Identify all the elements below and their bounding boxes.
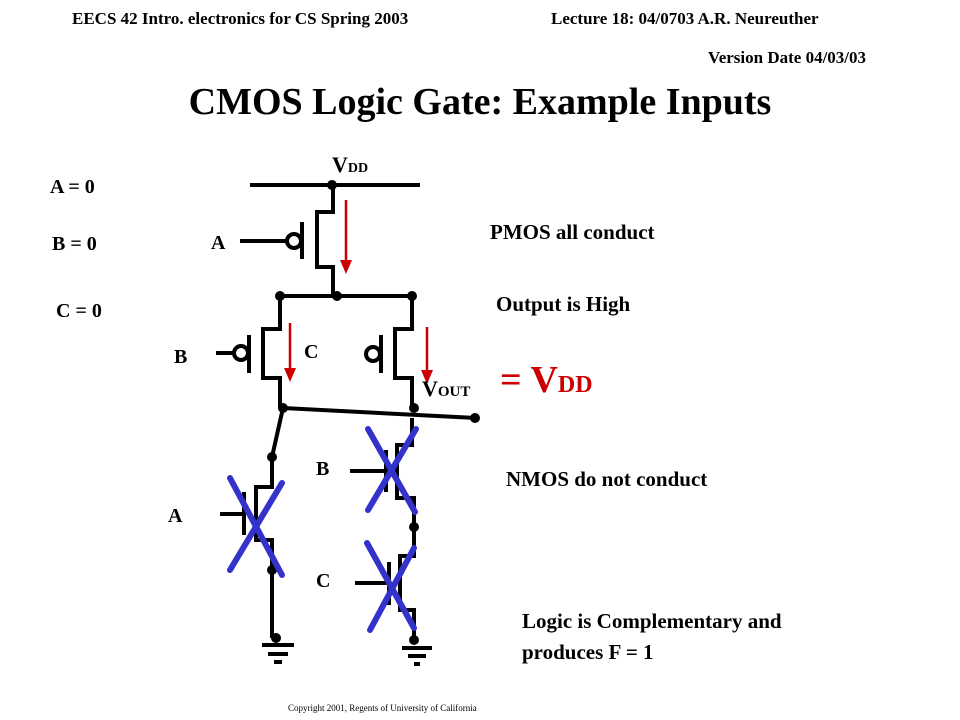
pmos-b-channel xyxy=(261,296,282,408)
copyright: Copyright 2001, Regents of University of… xyxy=(288,703,477,713)
pmos-c-channel xyxy=(393,296,414,408)
pmos-note: PMOS all conduct xyxy=(490,220,655,244)
cross-nmos-b xyxy=(365,426,419,515)
nmos-c-label: C xyxy=(316,570,331,592)
pmos-a-bubble xyxy=(285,232,303,250)
vout-label: VOUT xyxy=(422,376,471,401)
pmos-b-label: B xyxy=(174,346,188,368)
pmos-a-label: A xyxy=(211,232,226,254)
cross-nmos-a xyxy=(227,475,285,578)
nmos-note: NMOS do not conduct xyxy=(506,467,708,491)
course-header: EECS 42 Intro. electronics for CS Spring… xyxy=(72,9,409,28)
ground-left xyxy=(262,643,294,664)
page-title: CMOS Logic Gate: Example Inputs xyxy=(188,81,772,123)
input-c-value: C = 0 xyxy=(56,300,102,322)
cross-nmos-c xyxy=(364,540,417,633)
nmos-b-label: B xyxy=(316,458,330,480)
nmos-a-label: A xyxy=(168,505,183,527)
output-equals-vdd: = VDD xyxy=(500,359,593,401)
ground-right xyxy=(402,646,432,666)
output-high-note: Output is High xyxy=(496,292,631,316)
output-rail xyxy=(282,406,477,420)
pmos-c-bubble xyxy=(364,345,382,363)
lecture-header: Lecture 18: 04/0703 A.R. Neureuther xyxy=(551,9,819,28)
vdd-supply-label: VDD xyxy=(332,152,369,177)
pmos-c-label: C xyxy=(304,341,319,363)
logic-note-line2: produces F = 1 xyxy=(522,640,654,664)
pmos-a-channel xyxy=(315,185,335,296)
input-a-value: A = 0 xyxy=(50,176,95,198)
version-date: Version Date 04/03/03 xyxy=(708,48,867,67)
logic-note-line1: Logic is Complementary and xyxy=(522,609,782,633)
pmos-b-bubble xyxy=(232,344,250,362)
input-b-value: B = 0 xyxy=(52,233,97,255)
